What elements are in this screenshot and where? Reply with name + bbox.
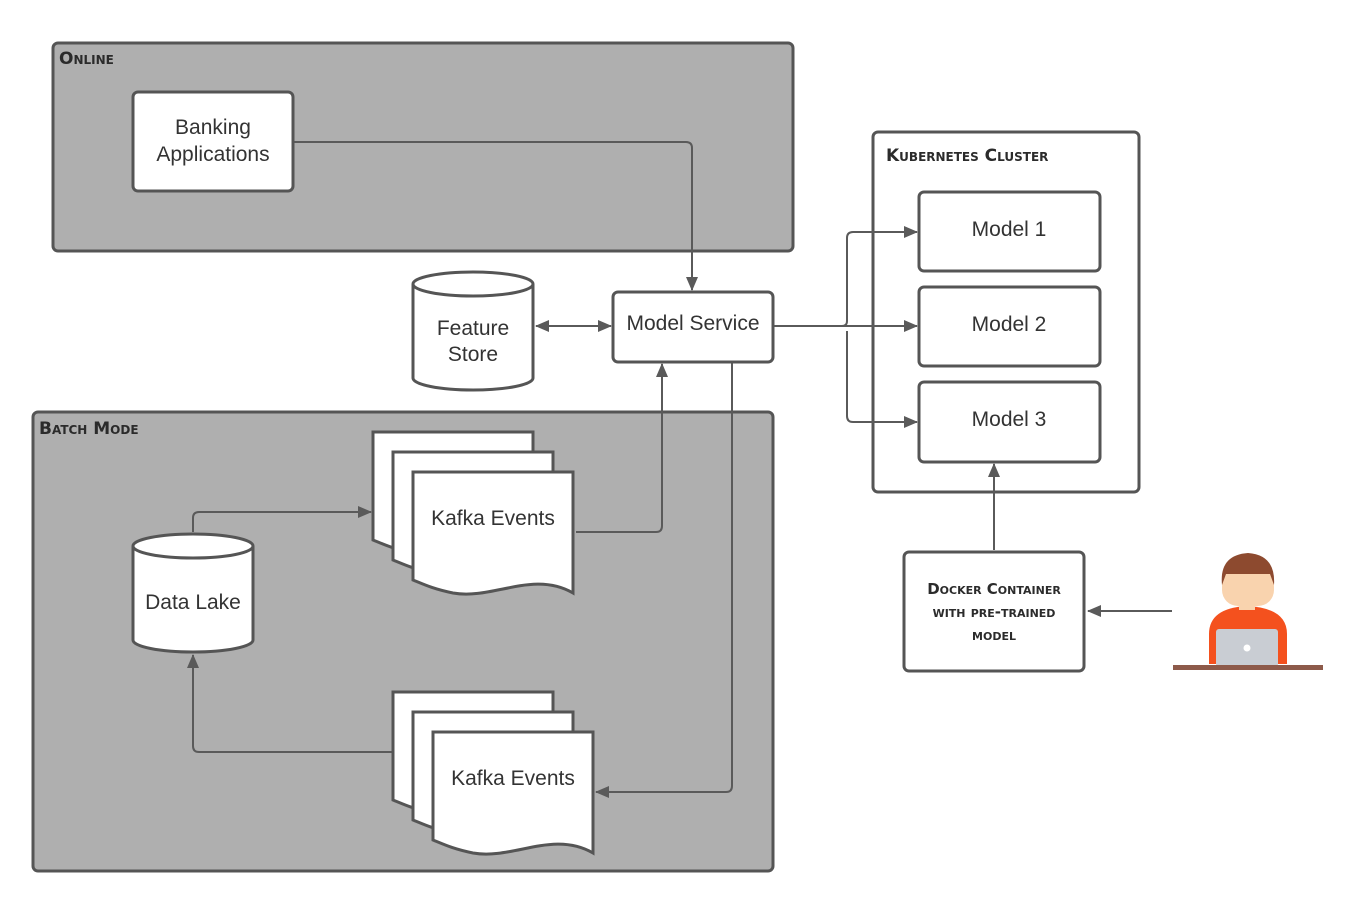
kafka-events-bottom-label: Kafka Events: [451, 767, 575, 790]
data-lake-to-kafka-arrow: [192, 506, 372, 532]
connectors: [187, 141, 1172, 798]
feature-store-label-line1: Feature: [437, 317, 509, 340]
model-2-label: Model 2: [972, 313, 1047, 336]
kafka-to-model-service-arrow: [576, 363, 668, 533]
model-service-label: Model Service: [626, 312, 759, 335]
data-lake-node: Data Lake: [131, 532, 255, 654]
docker-label-line2: with pre-trained: [933, 603, 1056, 621]
batch-mode-group-label: Batch Mode: [39, 419, 139, 439]
banking-to-model-service-arrow: [294, 141, 698, 291]
banking-applications-node: Banking Applications: [131, 90, 295, 193]
data-lake-label: Data Lake: [145, 591, 241, 614]
model-1-label: Model 1: [972, 218, 1047, 241]
docker-label-line1: Docker Container: [927, 580, 1061, 598]
banking-label-line2: Applications: [156, 143, 269, 166]
model-3-label: Model 3: [972, 408, 1047, 431]
model-2-node: Model 2: [917, 285, 1102, 368]
model-3-node: Model 3: [917, 380, 1102, 464]
model-service-node: Model Service: [611, 290, 775, 364]
model-1-node: Model 1: [917, 190, 1102, 273]
feature-store-label-line2: Store: [448, 343, 498, 366]
developer-at-laptop-icon: [1173, 553, 1323, 670]
kafka-events-top-label: Kafka Events: [431, 507, 555, 530]
docker-container-node: Docker Container with pre-trained model: [902, 550, 1086, 673]
docker-label-line3: model: [972, 626, 1016, 644]
kafka-events-bottom-node: Kafka Events: [391, 690, 595, 856]
online-group-label: Online: [59, 49, 114, 69]
kafka-to-data-lake-arrow: [187, 654, 392, 753]
model-service-to-kafka-arrow: [595, 362, 733, 798]
feature-store-node: Feature Store: [411, 270, 535, 392]
banking-label-line1: Banking: [175, 116, 251, 139]
kafka-events-top-node: Kafka Events: [371, 430, 575, 596]
service-to-model3-arrow: [846, 331, 918, 428]
kubernetes-cluster-label: Kubernetes Cluster: [886, 146, 1048, 166]
